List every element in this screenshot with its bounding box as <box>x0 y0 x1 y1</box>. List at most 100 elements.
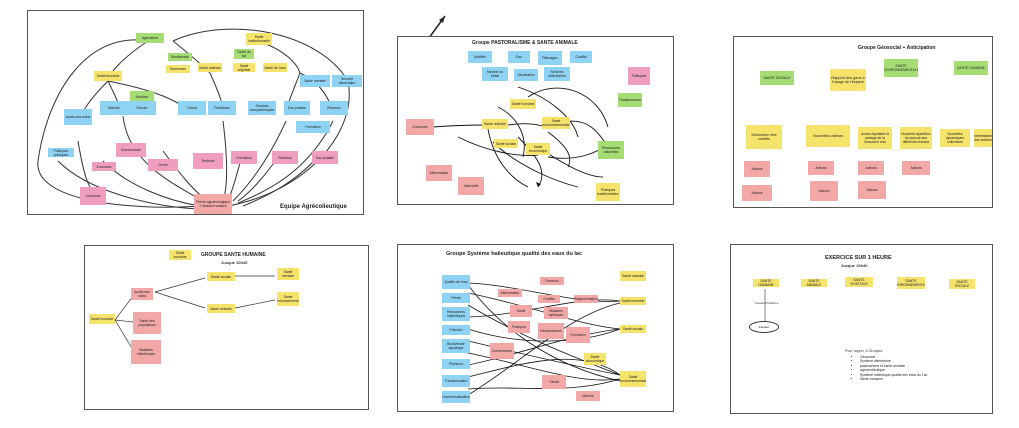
note-e-sante-environnementale[interactable]: SANTE ENVIRONNEMENTALE <box>897 277 925 289</box>
note-foncier[interactable]: Foncier <box>128 101 156 115</box>
board-exercice[interactable]: EXERCICE SUR 1 HEURE Jusque 10h40 SANTE … <box>730 244 993 414</box>
note-gouvernance[interactable]: Gouvernance <box>116 143 146 157</box>
note-g-nouvelles-valeurs[interactable]: Nouvelles valeurs <box>806 125 850 147</box>
note-h-gouvernance[interactable]: Gouvernance <box>490 343 514 359</box>
board-agroecolieutique[interactable]: Agriculture Santé institutionnelle Biodi… <box>27 10 364 215</box>
note-h-sante-animale[interactable]: Santé animale <box>620 271 646 281</box>
note-transhumance[interactable]: Transhumance <box>618 93 642 107</box>
note-paturages[interactable]: Pâturages <box>538 51 562 65</box>
note-territoire[interactable]: Territoire <box>193 153 223 169</box>
note-h-ressources[interactable]: Ressources halieutiques <box>442 307 470 321</box>
note-p-politiques[interactable]: Politiques <box>628 67 650 85</box>
note-sante-mentale[interactable]: Santé mentale <box>300 75 330 87</box>
note-g-action-3[interactable]: Actions <box>858 161 884 175</box>
note-g-repartition-pouvoir[interactable]: Nouvelle répartition du pouvoir aux diff… <box>900 127 932 149</box>
note-h-infrastructures[interactable]: Infrastructures <box>538 323 564 339</box>
note-g-action-2b[interactable]: Actions <box>810 181 838 201</box>
note-territoire-2[interactable]: Formation <box>231 151 257 164</box>
board-sante-humaine[interactable]: GROUPE SANTE HUMAINE Jusque 10h40 Santé … <box>84 245 369 410</box>
note-h-sante-environnementale[interactable]: Santé environnementale <box>620 371 646 387</box>
note-s-sante-mentale[interactable]: Santé mentale <box>277 268 299 280</box>
note-h-maladies-hydriques[interactable]: Maladies hydriques <box>544 307 568 319</box>
note-g-rapport-espace[interactable]: Rapport des gens à l'usage de l'espace <box>830 69 866 91</box>
note-s-sante-animale[interactable]: Santé animale <box>207 304 235 313</box>
board-geosocial[interactable]: Groupe Géosocial + Anticipation SANTE SO… <box>733 36 993 208</box>
board-pastoralisme[interactable]: Groupe PASTORALISME & SANTE ANIMALE Mobi… <box>397 36 674 205</box>
note-climat[interactable]: Climat <box>178 101 206 115</box>
note-h-marche[interactable]: Marché <box>576 391 600 401</box>
note-h-reglementation[interactable]: Réglementation <box>574 295 598 303</box>
note-p-zoonoses[interactable]: Zoonoses <box>406 119 434 135</box>
note-sante-humaine[interactable]: Santé humaine <box>94 71 122 81</box>
note-s-maladies-infectieuses[interactable]: Maladies infectieuses <box>131 340 161 364</box>
note-e-sante-animale[interactable]: SANTE ANIMALE <box>801 279 827 287</box>
note-g-sante-environnementale[interactable]: SANTE ENVIRONNEMENTALE <box>884 59 918 77</box>
note-s-sante-populations[interactable]: Santé des populations <box>133 312 161 334</box>
note-e-sante-sociale[interactable]: SANTE SOCIALE <box>949 279 975 289</box>
note-g-acces-equitable[interactable]: Accès équitable et partage de la ressour… <box>858 127 892 149</box>
note-h-transformation[interactable]: Transformation <box>442 375 470 387</box>
note-sante-animale[interactable]: Santé animale <box>198 63 222 72</box>
board-halieutique[interactable]: Groupe Système halieutique qualité des e… <box>397 244 674 412</box>
note-s-sante-humaine[interactable]: Santé humaine <box>89 314 115 324</box>
note-e-sante-humaine[interactable]: SANTE HUMAINE <box>753 279 779 287</box>
note-s-sante-sociale[interactable]: Santé sociale <box>207 272 235 281</box>
note-h-sante-economique[interactable]: Santé économique <box>584 353 606 365</box>
note-conflits[interactable]: Conflits <box>570 51 592 63</box>
note-services-ecosystemiques[interactable]: Services écosystémiques <box>248 101 276 115</box>
note-nutrition[interactable]: Nutrition <box>130 91 154 103</box>
note-g-action-1b[interactable]: Actions <box>742 185 772 201</box>
note-h-conflits[interactable]: Conflits <box>538 295 560 303</box>
note-agriculture[interactable]: Agriculture <box>136 33 164 43</box>
note-h-peche[interactable]: Pêche <box>442 293 470 303</box>
note-politiques[interactable]: Politiques publiques <box>48 148 74 157</box>
note-eau-potable-p[interactable]: Eau potable <box>312 151 338 164</box>
note-p-sante-humaine[interactable]: Santé humaine <box>510 99 536 109</box>
note-h-pecheurs[interactable]: Pêcheurs <box>442 359 470 369</box>
note-formation-b[interactable]: Formation <box>296 121 330 133</box>
note-h-sante-sociale[interactable]: Santé sociale <box>620 325 646 333</box>
note-h-commercialisation[interactable]: Commercialisation <box>442 391 470 403</box>
note-securite-alimentaire[interactable]: Sécurité alimentaire <box>332 75 362 87</box>
note-p-sante-economique[interactable]: Santé économique <box>526 143 550 155</box>
note-pesticides[interactable]: Pesticides <box>208 101 236 115</box>
note-h-formation[interactable]: Formation <box>566 327 590 343</box>
note-vaccination[interactable]: Vaccination <box>514 69 538 81</box>
note-acces-soins[interactable]: Accès aux soins <box>64 109 92 125</box>
note-services-veterinaires[interactable]: Services vétérinaires <box>544 67 570 81</box>
note-h-sante-humaine[interactable]: Santé humaine <box>620 297 646 305</box>
note-s-acces-soins[interactable]: Accès aux soins <box>131 288 153 300</box>
note-e-sante-vegetale[interactable]: SANTE VEGETALE <box>845 277 873 287</box>
note-marche-betail[interactable]: Marché du bétail <box>482 67 508 81</box>
note-mobilite[interactable]: Mobilité <box>468 51 492 63</box>
note-g-interrelations[interactable]: Interrelations des acteurs <box>974 129 992 147</box>
note-zoonoses-2[interactable]: Zoonoses <box>80 187 106 205</box>
note-marche[interactable]: Marché <box>100 101 128 115</box>
note-h-sante[interactable]: Santé <box>510 305 532 317</box>
note-biodiversite[interactable]: Biodiversité <box>168 53 192 61</box>
note-h-qualite-eau[interactable]: Qualité de l'eau <box>442 275 470 289</box>
note-h-pratiques[interactable]: Pratiques <box>508 321 530 333</box>
note-eau-potable-b[interactable]: Eau potable <box>284 101 310 115</box>
note-s-sante-humaine-top[interactable]: Santé humaine <box>169 250 191 260</box>
note-g-action-4[interactable]: Actions <box>902 161 930 175</box>
note-g-action-3b[interactable]: Actions <box>858 181 886 199</box>
note-revenus-p[interactable]: Revenus <box>272 151 298 164</box>
note-p-alimentation[interactable]: Alimentation <box>426 165 452 181</box>
note-h-revenus[interactable]: Revenus <box>540 277 564 285</box>
note-zoonoses[interactable]: Zoonoses <box>92 162 116 171</box>
note-h-biodiversite[interactable]: Biodiversité aquatique <box>442 339 470 353</box>
note-p-sante-environnementale[interactable]: Santé environnementale <box>542 117 570 129</box>
note-g-action-2[interactable]: Actions <box>808 161 834 175</box>
note-g-diminution-conflits[interactable]: Diminution des conflits <box>746 125 782 149</box>
note-p-sante-sociale[interactable]: Santé sociale <box>494 139 518 148</box>
note-sante-sol[interactable]: Santé du sol <box>234 49 254 59</box>
note-genre[interactable]: Genre <box>148 159 178 171</box>
note-semences[interactable]: Semences <box>166 65 190 73</box>
note-sante-institutionnelle[interactable]: Santé institutionnelle <box>246 33 272 45</box>
note-h-climat[interactable]: Climat <box>542 375 566 389</box>
note-h-pollution[interactable]: Pollution <box>442 325 470 335</box>
note-p-pratiques-traditionnelles[interactable]: Pratiques traditionnelles <box>596 183 620 201</box>
note-ferme-agroecologique[interactable]: Ferme agroécologique + réseaux sociaux <box>194 194 232 214</box>
note-h-alimentation[interactable]: Alimentation <box>498 289 522 297</box>
